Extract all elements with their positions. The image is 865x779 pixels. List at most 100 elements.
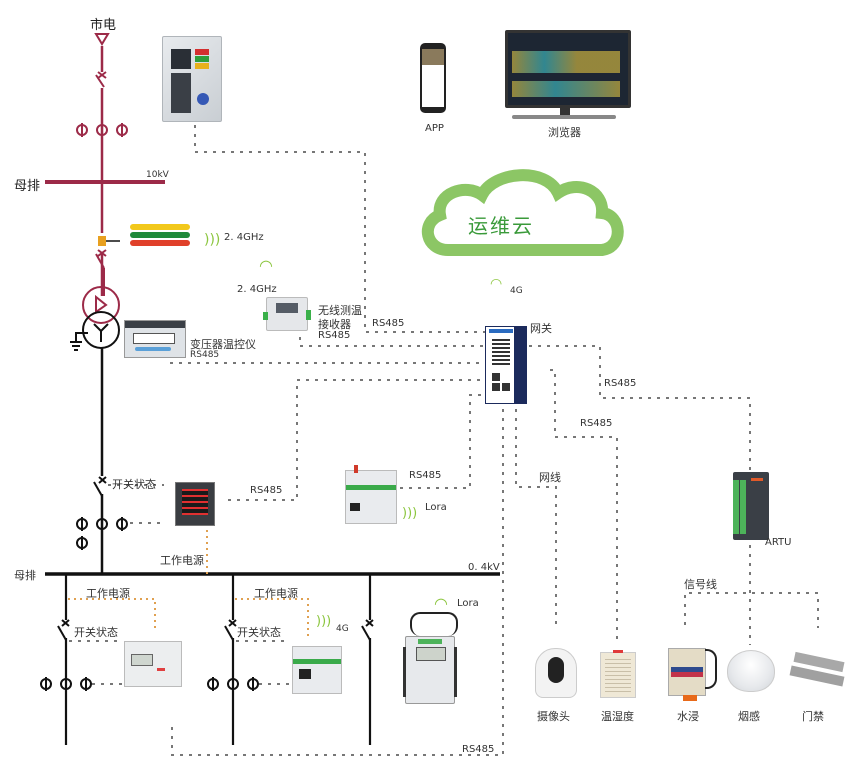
sensor-green — [130, 232, 190, 238]
sensor-label-camera: 摄像头 — [537, 710, 570, 723]
water-leak-cable — [705, 649, 717, 689]
phone-screen — [422, 49, 444, 107]
transformer-controller-protocol: RS485 — [190, 350, 220, 360]
feeder-2-switch-status-label: 开关状态 — [237, 626, 281, 639]
relay-keypad — [197, 93, 209, 105]
lora-collector-module[interactable] — [345, 465, 397, 524]
gateway-port-2[interactable] — [492, 383, 500, 391]
lv-busbar-label: 母排 — [14, 569, 36, 582]
hv-busbar-label: 母排 — [14, 179, 41, 194]
phone-banner — [422, 49, 444, 65]
sensor-label-door-access: 门禁 — [802, 710, 824, 723]
lora-label: Lora — [425, 502, 447, 513]
browser-label: 浏览器 — [548, 126, 581, 139]
sensor-red — [130, 240, 190, 246]
main-switch-status-label: 开关状态 — [112, 478, 156, 491]
sensor-freq-label: 2. 4GHz — [224, 232, 264, 243]
browser-monitor[interactable] — [505, 30, 631, 108]
sensor-label-smoke: 烟感 — [738, 710, 760, 723]
gateway-header — [489, 329, 513, 333]
hv-switch-upper — [95, 71, 107, 88]
app-label: APP — [425, 123, 444, 134]
lv-feeder-cts — [40, 677, 259, 691]
gateway-link-artu: RS485 — [604, 378, 637, 389]
feeder-1-meter-display — [131, 654, 153, 666]
water-leak-stripe — [671, 667, 703, 677]
gateway-link-sensors: RS485 — [580, 418, 613, 429]
gateway-device[interactable] — [485, 326, 527, 404]
sensor-label-temp-humidity: 温湿度 — [601, 710, 634, 723]
multifunction-meter[interactable] — [175, 482, 215, 526]
transformer-controller-label: 变压器温控仪 — [190, 338, 256, 351]
feeder-3-lora-icon: ◠ — [434, 594, 448, 613]
transformer-primary — [82, 286, 120, 324]
wireless-temp-clip — [98, 236, 106, 246]
feeder-3-wireless-label: Lora — [457, 598, 479, 609]
feeder-1-switch-status-label: 开关状态 — [74, 626, 118, 639]
bottom-bus-protocol: RS485 — [462, 744, 495, 755]
meter-display — [182, 489, 208, 515]
lv-main-switch — [93, 476, 107, 497]
relay-screen — [171, 73, 191, 113]
feeder-2-work-power-label: 工作电源 — [254, 587, 298, 600]
lora-module-display — [350, 503, 360, 511]
mobile-app-device[interactable] — [420, 43, 446, 113]
feeder-2-wireless-label: 4G — [336, 624, 349, 634]
feeder-1-energy-meter[interactable] — [124, 641, 182, 687]
door-access-device[interactable] — [789, 651, 852, 689]
receiver-terminal-left — [263, 312, 268, 320]
monitor-stand — [560, 105, 570, 115]
gateway-leds — [492, 339, 510, 365]
lora-signal-icon: ))) — [402, 506, 418, 521]
receiver-label-1: 无线测温 — [318, 304, 362, 317]
power-lines — [68, 530, 309, 636]
feeder-2-4g-meter[interactable] — [292, 646, 342, 694]
dashboard-chart-1 — [512, 51, 620, 73]
gateway-link-receiver: RS485 — [372, 318, 405, 329]
feeder-3-side-terminal-right — [454, 647, 457, 697]
signal-line-label: 信号线 — [684, 578, 717, 591]
comm-lines — [69, 125, 819, 756]
receiver-freq-label: 2. 4GHz — [237, 284, 277, 295]
th-indicator — [613, 650, 623, 653]
hv-protection-relay[interactable] — [162, 36, 222, 122]
receiver-label-2: 接收器 — [318, 318, 351, 331]
feeder-3-side-terminal-left — [403, 647, 406, 697]
temp-humidity-device[interactable] — [600, 650, 636, 698]
water-leak-device[interactable] — [668, 648, 717, 701]
feeder-2-4g-icon: ))) — [316, 614, 332, 629]
camera-lens — [548, 657, 564, 683]
relay-led-yellow — [195, 63, 209, 69]
lv-voltage-label: 0. 4kV — [468, 562, 500, 573]
sensor-yellow — [130, 224, 190, 230]
water-leak-probe — [683, 695, 697, 701]
receiver-terminal-right — [306, 310, 311, 320]
th-vents — [605, 659, 631, 693]
cloud-label: 运维云 — [468, 214, 534, 238]
wireless-signal-icon: ))) — [204, 232, 221, 248]
smoke-detector-device[interactable] — [727, 650, 775, 692]
relay-display — [171, 49, 191, 69]
artu-terminals-1 — [733, 480, 739, 534]
camera-device[interactable] — [535, 648, 577, 698]
gateway-port-1[interactable] — [492, 373, 500, 381]
feeder-2-meter-display — [299, 669, 311, 679]
wireless-temp-receiver[interactable] — [263, 297, 311, 331]
artu-device[interactable] — [733, 472, 769, 540]
meter-protocol: RS485 — [250, 485, 283, 496]
ops-cloud-icon — [421, 169, 624, 256]
lv-feeder-switches — [57, 619, 374, 641]
feeder-3-display — [416, 647, 446, 661]
cloud-link-label: 4G — [510, 286, 523, 296]
transformer-temp-controller[interactable] — [124, 320, 186, 358]
wireless-temp-sensors — [130, 224, 190, 246]
lora-module-stripe — [346, 485, 396, 490]
gateway-port-3[interactable] — [502, 383, 510, 391]
feeder-3-lora-meter[interactable] — [403, 636, 457, 704]
artu-terminals-2 — [740, 480, 746, 534]
receiver-label-plate — [276, 303, 298, 313]
hv-voltage-label: 10kV — [146, 170, 169, 180]
feeder-1-work-power-label: 工作电源 — [86, 587, 130, 600]
feeder-1-meter-led — [157, 668, 165, 671]
receiver-protocol: RS485 — [318, 330, 351, 341]
